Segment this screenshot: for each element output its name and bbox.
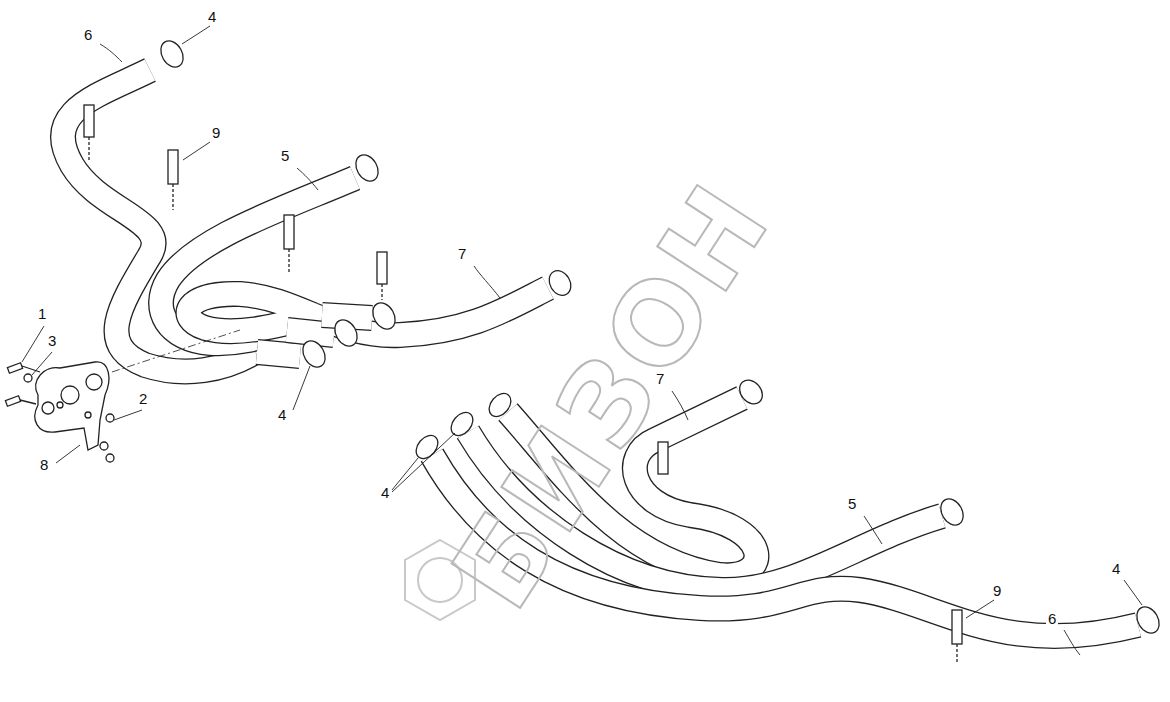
- pipe-body: [322, 315, 372, 318]
- callout-number: 6: [1046, 610, 1058, 627]
- callout-number: 5: [846, 495, 858, 512]
- callout-number: 4: [379, 484, 391, 501]
- callout-number: 6: [82, 26, 94, 43]
- callout-number: 8: [38, 456, 50, 473]
- callout-number: 4: [276, 406, 288, 423]
- callout-number: 9: [991, 582, 1003, 599]
- exhaust-pipes: [63, 70, 1138, 636]
- callout-number: 9: [210, 124, 222, 141]
- callout-number: 5: [279, 147, 291, 164]
- callout-number: 3: [46, 332, 58, 349]
- pipe-body: [188, 288, 548, 335]
- callout-number: 2: [137, 390, 149, 407]
- pipe-outline: [188, 288, 548, 335]
- pipe-outline: [322, 315, 372, 318]
- pipe-body: [287, 330, 334, 335]
- pipe-body: [257, 352, 300, 356]
- callout-number: 4: [1110, 560, 1122, 577]
- callout-number: 1: [36, 305, 48, 322]
- callout-number: 7: [456, 245, 468, 262]
- clamps-and-brackets: [5, 37, 1163, 662]
- callout-number: 4: [206, 8, 218, 25]
- pipe-outline: [287, 330, 334, 335]
- leader-lines: [22, 26, 1142, 655]
- pipe-outline: [257, 352, 300, 356]
